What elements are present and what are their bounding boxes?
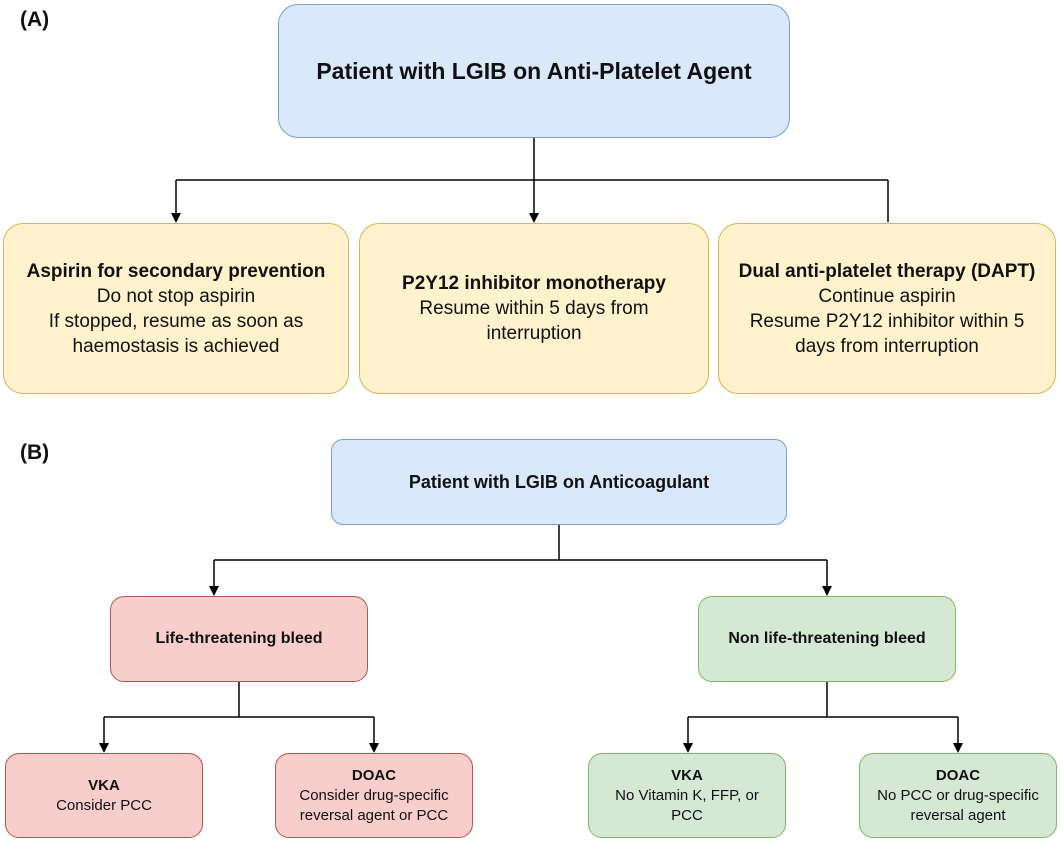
nonlife-doac-line: reversal agent: [910, 806, 1006, 824]
life-vka-title: VKA: [88, 776, 120, 794]
life-threatening-node: Life-threatening bleed: [110, 596, 368, 682]
life-doac-node: DOAC Consider drug-specific reversal age…: [275, 753, 473, 838]
p2y12-node: P2Y12 inhibitor monotherapy Resume withi…: [359, 223, 709, 394]
dapt-line: days from interruption: [795, 335, 979, 357]
dapt-title: Dual anti-platelet therapy (DAPT): [738, 260, 1036, 282]
dapt-node: Dual anti-platelet therapy (DAPT) Contin…: [718, 223, 1056, 394]
life-threatening-text: Life-threatening bleed: [155, 630, 323, 647]
p2y12-title: P2Y12 inhibitor monotherapy: [402, 273, 666, 294]
dapt-line: Continue aspirin: [818, 285, 956, 307]
life-vka-node: VKA Consider PCC: [5, 753, 203, 838]
nonlife-doac-node: DOAC No PCC or drug-specific reversal ag…: [859, 753, 1057, 838]
life-doac-title: DOAC: [351, 766, 397, 784]
anticoagulant-root-node: Patient with LGIB on Anticoagulant: [331, 439, 787, 525]
aspirin-line: If stopped, resume as soon as: [48, 310, 304, 332]
non-life-threatening-node: Non life-threatening bleed: [698, 596, 956, 682]
life-doac-line: reversal agent or PCC: [299, 806, 449, 824]
aspirin-line: haemostasis is achieved: [72, 335, 280, 357]
life-doac-line: Consider drug-specific: [299, 786, 449, 804]
aspirin-node: Aspirin for secondary prevention Do not …: [3, 223, 349, 394]
antiplatelet-root-text: Patient with LGIB on Anti-Platelet Agent: [316, 57, 752, 84]
nonlife-doac-title: DOAC: [935, 766, 981, 784]
nonlife-vka-title: VKA: [671, 766, 703, 784]
nonlife-doac-line: No PCC or drug-specific: [877, 786, 1039, 804]
anticoagulant-root-text: Patient with LGIB on Anticoagulant: [408, 471, 710, 492]
antiplatelet-root-node: Patient with LGIB on Anti-Platelet Agent: [278, 4, 790, 138]
p2y12-line: Resume within 5 days from: [419, 298, 649, 319]
aspirin-line: Do not stop aspirin: [96, 285, 256, 307]
aspirin-title: Aspirin for secondary prevention: [26, 260, 326, 282]
life-vka-line: Consider PCC: [56, 796, 152, 814]
panel-label-a: (A): [20, 8, 50, 31]
dapt-line: Resume P2Y12 inhibitor within 5: [749, 310, 1025, 332]
nonlife-vka-line: No Vitamin K, FFP, or: [615, 786, 759, 804]
nonlife-vka-line: PCC: [671, 806, 703, 824]
panel-label-b: (B): [20, 441, 50, 464]
p2y12-line: interruption: [486, 323, 582, 344]
non-life-threatening-text: Non life-threatening bleed: [728, 630, 926, 647]
nonlife-vka-node: VKA No Vitamin K, FFP, or PCC: [588, 753, 786, 838]
